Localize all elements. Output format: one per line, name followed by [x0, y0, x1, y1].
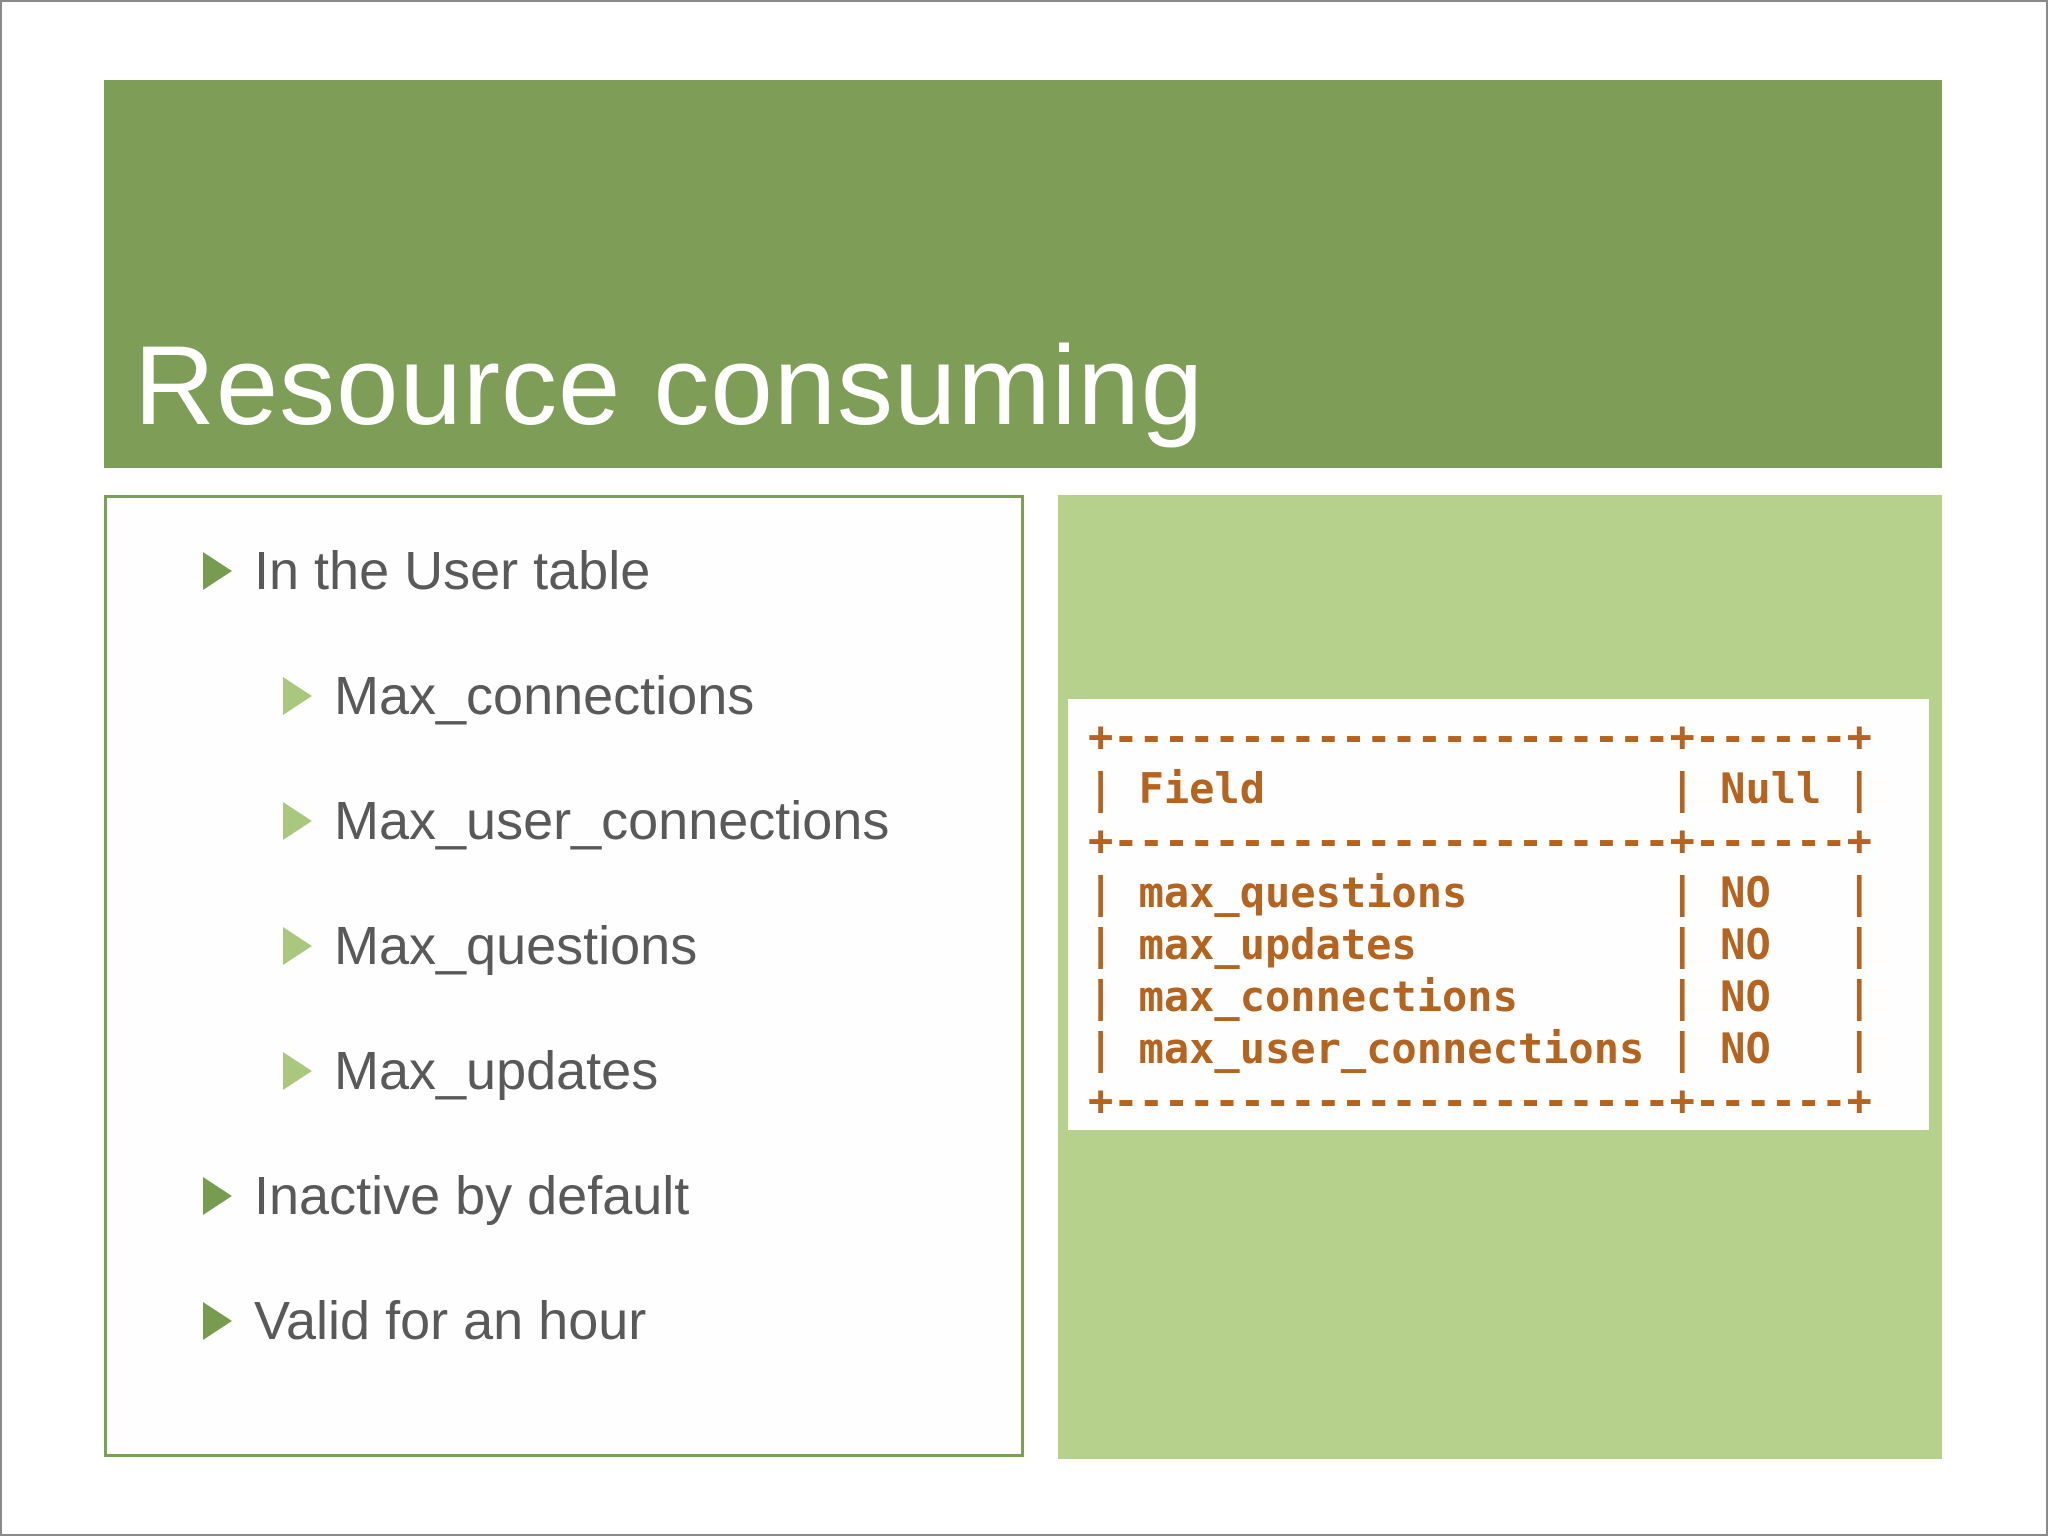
slide-title: Resource consuming [134, 323, 1205, 448]
triangle-bullet-icon [203, 1301, 232, 1340]
bullet-item: Max_connections [107, 633, 1021, 758]
bullet-text: Valid for an hour [254, 1290, 647, 1351]
bullet-item: Valid for an hour [107, 1258, 1021, 1383]
bullet-text: In the User table [254, 540, 651, 601]
bullet-item: Max_user_connections [107, 758, 1021, 883]
bullet-item: Max_questions [107, 883, 1021, 1008]
triangle-bullet-icon [203, 1176, 232, 1215]
bullet-text: Max_updates [334, 1040, 659, 1101]
bullet-list: In the User table Max_connections Max_us… [107, 498, 1021, 1383]
bullet-item: Inactive by default [107, 1133, 1021, 1258]
triangle-bullet-icon [283, 676, 312, 715]
terminal-card: +----------------------+------+ | Field … [1068, 699, 1929, 1130]
bullet-text: Max_connections [334, 665, 755, 726]
triangle-bullet-icon [283, 926, 312, 965]
bullet-panel: In the User table Max_connections Max_us… [104, 495, 1024, 1457]
illustration-panel: +----------------------+------+ | Field … [1058, 495, 1942, 1459]
bullet-text: Max_user_connections [334, 790, 890, 851]
bullet-item: Max_updates [107, 1008, 1021, 1133]
bullet-text: Inactive by default [254, 1165, 690, 1226]
terminal-output: +----------------------+------+ | Field … [1088, 712, 1872, 1125]
triangle-bullet-icon [203, 551, 232, 590]
triangle-bullet-icon [283, 801, 312, 840]
triangle-bullet-icon [283, 1051, 312, 1090]
bullet-text: Max_questions [334, 915, 698, 976]
bullet-item: In the User table [107, 508, 1021, 633]
title-band: Resource consuming [104, 80, 1942, 468]
